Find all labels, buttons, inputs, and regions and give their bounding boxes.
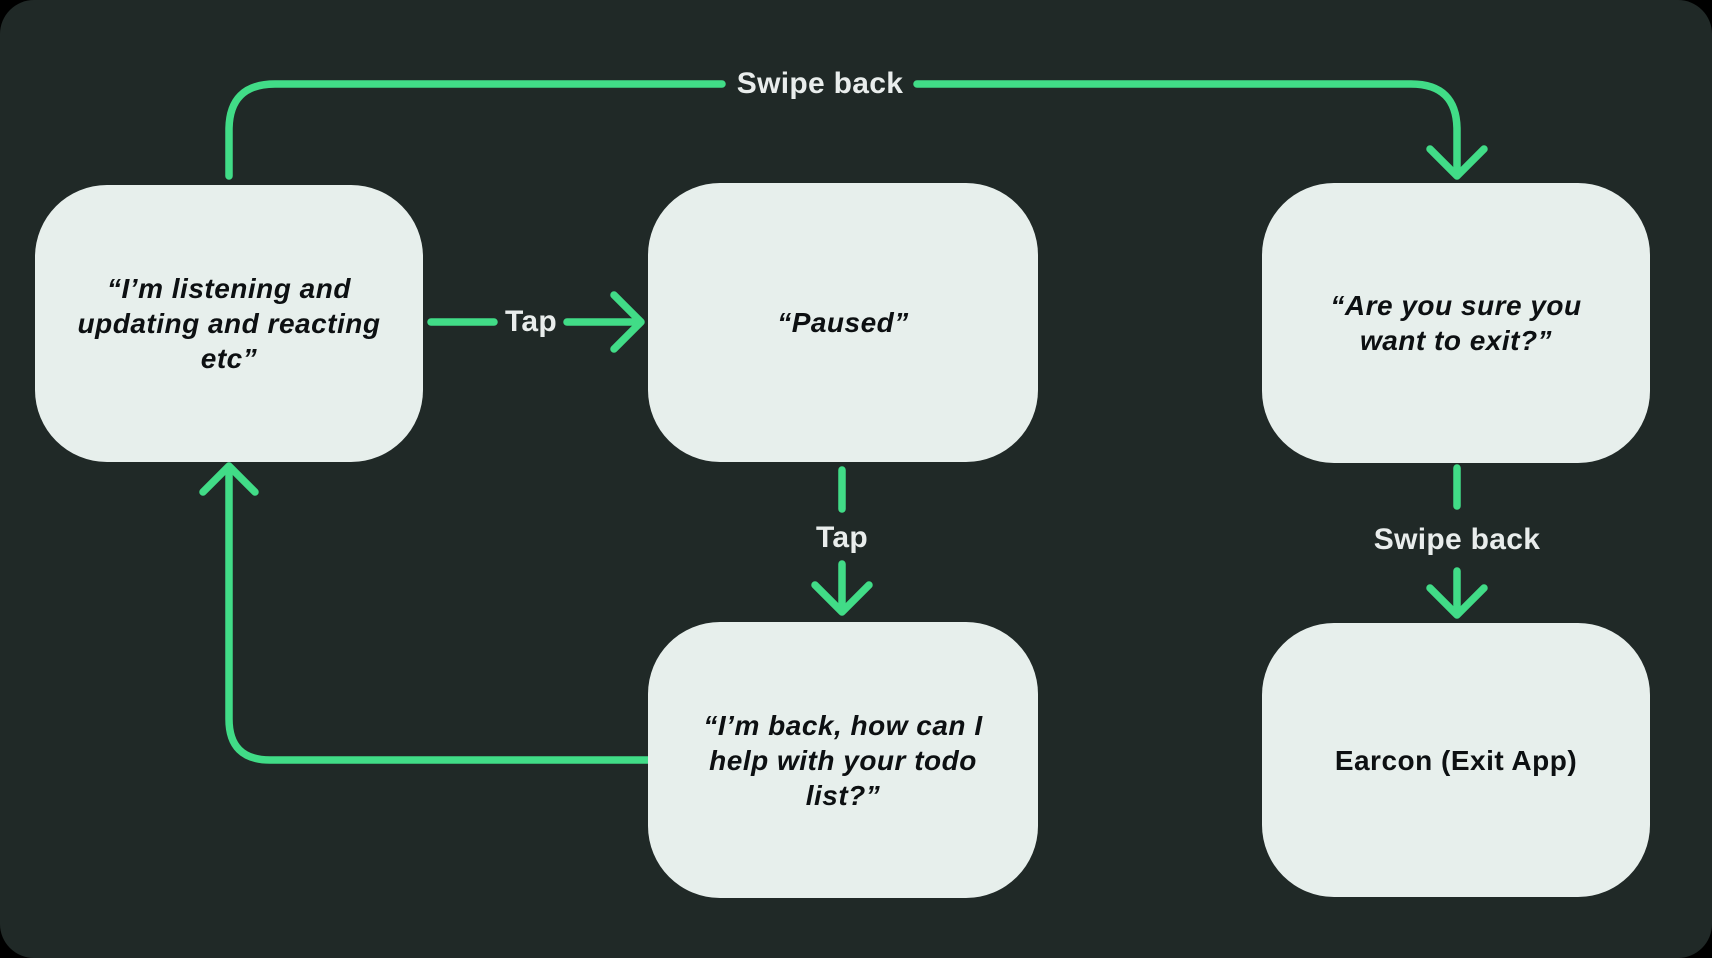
node-exit-confirm-label: “Are you sure you want to exit?” — [1330, 290, 1582, 356]
edge-swipe-back-top-right — [913, 80, 1461, 172]
node-paused: “Paused” — [648, 183, 1038, 462]
node-exit-confirm: “Are you sure you want to exit?” — [1262, 183, 1650, 463]
arrowhead-up-listening — [199, 462, 259, 496]
edge-loop-back — [225, 466, 652, 764]
node-listening-label: “I’m listening and updating and reacting… — [77, 273, 381, 374]
node-back: “I’m back, how can I help with your todo… — [648, 622, 1038, 898]
edge-label-swipe-back-top: Swipe back — [736, 67, 904, 100]
node-earcon: Earcon (Exit App) — [1262, 623, 1650, 897]
edge-swipe-back-top-left — [225, 80, 726, 180]
node-earcon-label: Earcon (Exit App) — [1334, 744, 1578, 776]
arrowhead-down-earcon — [1426, 584, 1488, 619]
arrowhead-down-back — [811, 581, 873, 616]
node-back-label: “I’m back, how can I help with your todo… — [703, 709, 983, 811]
edge-label-tap-right: Tap — [504, 305, 558, 338]
arrowhead-right-paused — [610, 291, 645, 353]
node-listening: “I’m listening and updating and reacting… — [35, 185, 423, 462]
edge-label-swipe-back-bottom: Swipe back — [1373, 523, 1541, 556]
edge-label-tap-down: Tap — [815, 521, 869, 554]
node-paused-label: “Paused” — [777, 307, 909, 338]
arrowhead-down-exit-confirm — [1426, 145, 1488, 180]
